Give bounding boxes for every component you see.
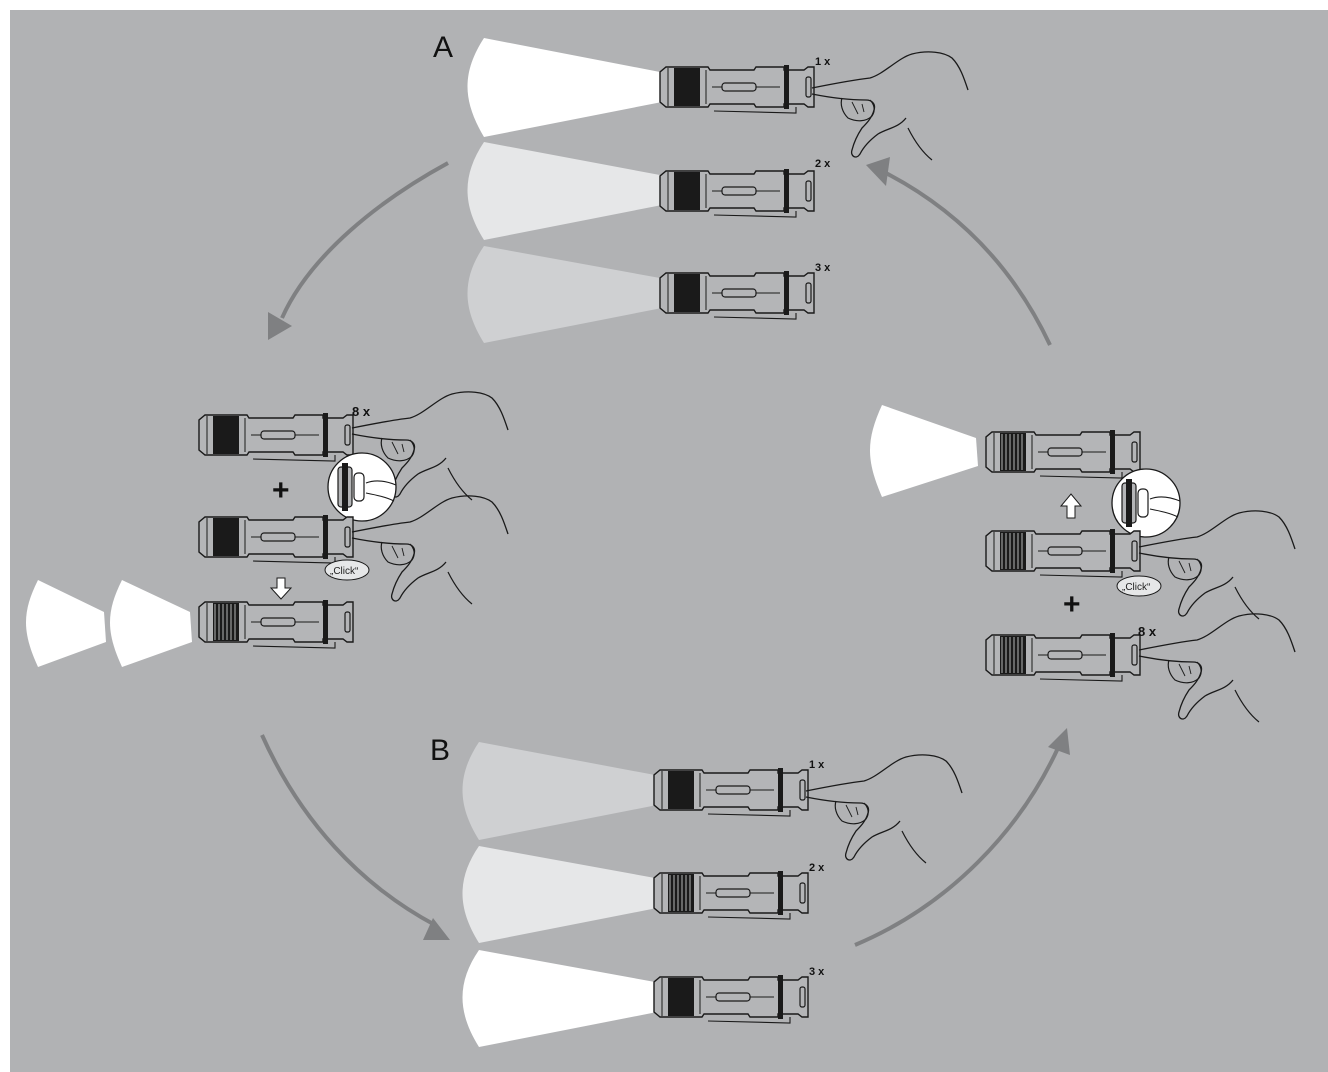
plus-sign: +	[272, 474, 290, 507]
light-beam-icon	[870, 405, 978, 497]
click-label: „Click“	[1122, 582, 1150, 593]
click-bubble	[324, 559, 370, 581]
press-count-8: 8 x	[1138, 624, 1157, 639]
press-count-2: 2 x	[809, 862, 825, 874]
press-count-2: 2 x	[815, 158, 831, 170]
arrow-left-to-b	[260, 734, 436, 927]
light-beam-icon	[26, 580, 106, 667]
press-count-1: 1 x	[809, 759, 825, 771]
left-switch-sequence: 8 x + „Click“	[26, 391, 509, 667]
light-beam-icon	[467, 142, 662, 240]
press-count-3: 3 x	[809, 966, 825, 978]
light-beam-icon	[467, 38, 662, 137]
light-beam-icon	[462, 742, 657, 840]
light-beam-icon	[462, 846, 657, 943]
arrow-b-to-right	[854, 747, 1060, 947]
light-beam-icon	[467, 246, 662, 343]
arrowhead-a-icon	[866, 157, 890, 186]
group-a-label: A	[433, 31, 453, 64]
press-count-8: 8 x	[352, 404, 371, 419]
cycle-arrows	[260, 161, 1060, 947]
arrowhead-left-icon	[268, 312, 292, 340]
magnifier-icon	[1111, 468, 1181, 538]
press-count-1: 1 x	[815, 56, 831, 68]
plus-sign: +	[1063, 588, 1081, 621]
magnifier-icon	[327, 452, 397, 522]
up-arrow-icon	[1059, 493, 1083, 519]
arrow-a-to-left	[280, 161, 449, 319]
arrowhead-b-icon	[423, 918, 450, 940]
group-b-label: B	[430, 734, 450, 767]
light-beam-icon	[110, 580, 192, 667]
right-switch-sequence: „Click“ + 8 x	[870, 405, 1296, 723]
group-a: A 1 x 2 x 3 x	[433, 31, 969, 343]
click-bubble	[1116, 575, 1162, 597]
press-count-3: 3 x	[815, 262, 831, 274]
group-b: B 1 x 2 x 3 x	[430, 734, 963, 1047]
light-beam-icon	[462, 950, 657, 1047]
down-arrow-icon	[269, 577, 293, 600]
arrow-right-to-a	[879, 168, 1052, 346]
click-label: „Click“	[330, 566, 358, 577]
arrowhead-right-icon	[1048, 728, 1070, 755]
